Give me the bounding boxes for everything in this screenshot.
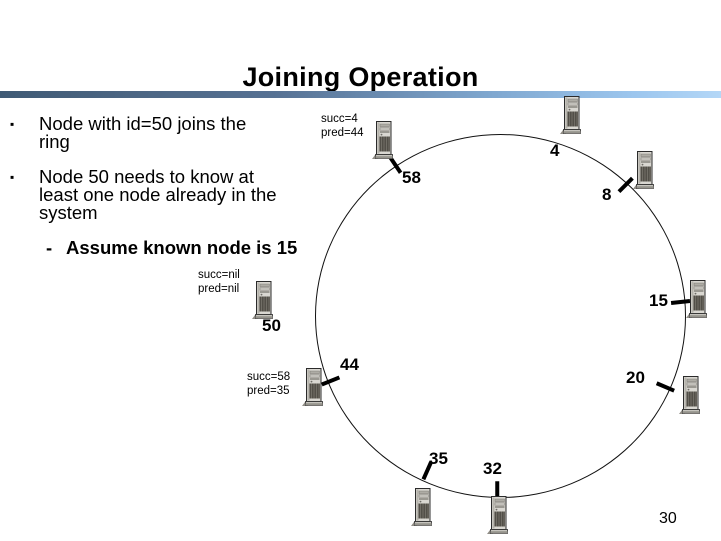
bullet-text-line: ring — [39, 131, 70, 152]
sub-bullet: -Assume known node is 15 — [46, 237, 320, 258]
computer-icon — [632, 151, 654, 190]
computer-icon — [251, 281, 273, 320]
node-id-label-32: 32 — [483, 459, 502, 478]
bullet-text-line: least one node already in the — [39, 184, 277, 205]
node-id-label-50: 50 — [262, 316, 281, 335]
computer-icon — [678, 376, 700, 415]
node-50-pointer-annotation: succ=nil pred=nil — [198, 268, 240, 296]
bullet-marker: ▪ — [10, 117, 15, 131]
sub-bullet-dash: - — [46, 237, 53, 258]
bullet-item-1: ▪ Node with id=50 joins the ring — [8, 113, 320, 152]
annotation-line: pred=44 — [321, 127, 364, 139]
slide-title: Joining Operation — [242, 62, 479, 93]
annotation-line: succ=4 — [321, 113, 358, 125]
slide-page-number: 30 — [659, 510, 677, 527]
annotation-line: succ=nil — [198, 269, 240, 281]
node-id-label-44: 44 — [340, 355, 359, 374]
node-id-label-15: 15 — [649, 291, 668, 310]
title-divider-bar — [0, 91, 721, 98]
computer-icon — [371, 121, 393, 160]
computer-icon — [559, 96, 581, 135]
annotation-line: succ=58 — [247, 371, 291, 383]
chord-ring-circle — [315, 134, 686, 498]
node-id-label-20: 20 — [626, 368, 645, 387]
annotation-line: pred=35 — [247, 385, 290, 397]
bullet-marker: ▪ — [10, 170, 15, 184]
bullet-text-line: Node with id=50 joins the — [39, 113, 247, 134]
annotation-line: pred=nil — [198, 283, 240, 295]
bullet-list: ▪ Node with id=50 joins the ring ▪ Node … — [8, 113, 320, 258]
computer-icon — [486, 496, 508, 535]
node-id-label-58: 58 — [402, 168, 421, 187]
node-id-label-4: 4 — [550, 141, 560, 160]
computer-icon — [301, 368, 323, 407]
node-id-label-35: 35 — [429, 449, 448, 468]
computer-icon — [410, 488, 432, 527]
node-44-pointer-annotation: succ=58 pred=35 — [247, 370, 290, 398]
sub-bullet-text: Assume known node is 15 — [66, 237, 298, 258]
bullet-text-line: Node 50 needs to know at — [39, 166, 254, 187]
computer-icon — [685, 280, 707, 319]
node-id-label-8: 8 — [602, 185, 612, 204]
bullet-text-line: system — [39, 202, 98, 223]
bullet-item-2: ▪ Node 50 needs to know at least one nod… — [8, 166, 320, 223]
node-58-pointer-annotation: succ=4 pred=44 — [321, 112, 364, 140]
